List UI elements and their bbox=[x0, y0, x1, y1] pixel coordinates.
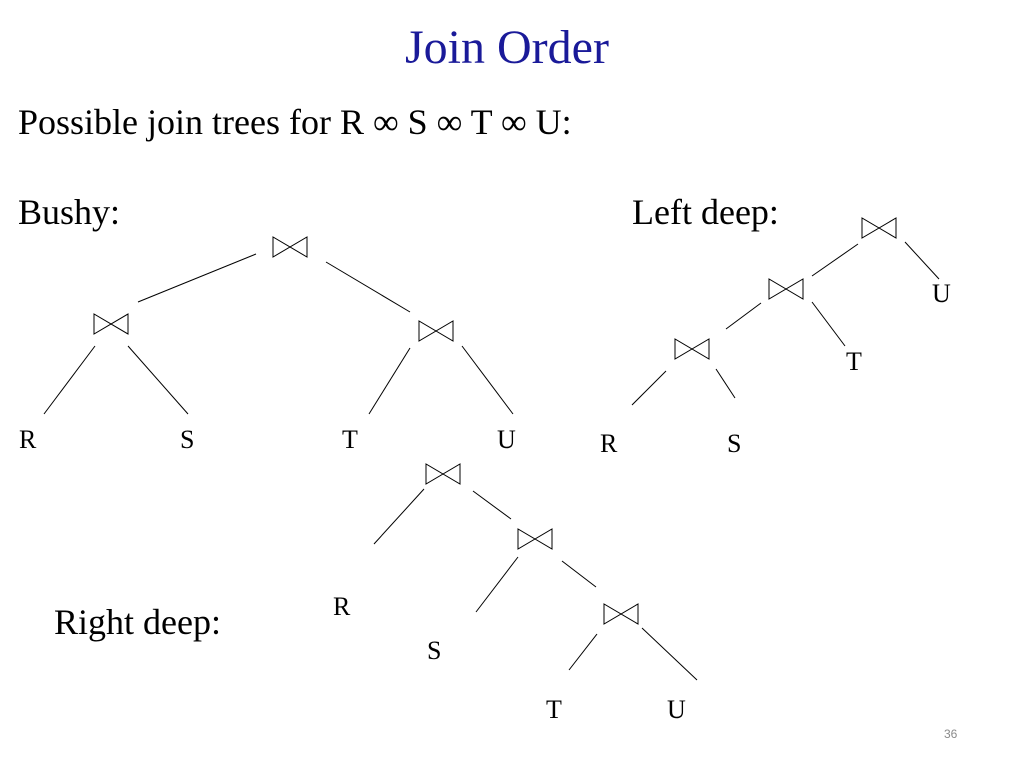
right-deep-label: Right deep: bbox=[54, 602, 221, 642]
left-deep-edge bbox=[631, 370, 667, 406]
left-deep-root-join-icon bbox=[861, 217, 897, 239]
bushy-edge bbox=[127, 345, 189, 415]
left-deep-edge bbox=[715, 368, 736, 399]
bushy-right-join-icon bbox=[418, 320, 454, 342]
bushy-edge bbox=[461, 345, 514, 415]
bushy-label: Bushy: bbox=[18, 192, 121, 232]
bushy-root-join-icon bbox=[272, 236, 308, 258]
right-deep-bottom-join-icon bbox=[603, 603, 639, 625]
right-deep-edge bbox=[641, 627, 698, 681]
bushy-tree: R S T U bbox=[19, 236, 516, 454]
left-deep-tree: R S T U bbox=[600, 217, 951, 458]
right-deep-leaf-u: U bbox=[667, 695, 686, 724]
right-deep-edge bbox=[472, 490, 512, 520]
bushy-leaf-s: S bbox=[180, 425, 194, 454]
left-deep-edge bbox=[904, 241, 940, 280]
bushy-edge bbox=[325, 261, 411, 313]
left-deep-edge bbox=[811, 243, 859, 277]
right-deep-root-join-icon bbox=[425, 463, 461, 485]
right-deep-leaf-r: R bbox=[333, 592, 351, 621]
bushy-leaf-t: T bbox=[342, 425, 358, 454]
left-deep-mid-join-icon bbox=[768, 278, 804, 300]
right-deep-edge bbox=[373, 488, 425, 545]
right-deep-edge bbox=[475, 556, 519, 613]
bushy-edge bbox=[368, 347, 411, 415]
bushy-left-join-icon bbox=[93, 313, 129, 335]
bushy-leaf-r: R bbox=[19, 425, 37, 454]
right-deep-mid-join-icon bbox=[517, 528, 553, 550]
left-deep-leaf-u: U bbox=[932, 279, 951, 308]
right-deep-leaf-t: T bbox=[546, 695, 562, 724]
left-deep-leaf-t: T bbox=[846, 347, 862, 376]
left-deep-leaf-s: S bbox=[727, 429, 741, 458]
right-deep-tree: R S T U bbox=[333, 463, 698, 724]
bushy-edge bbox=[137, 253, 257, 303]
left-deep-leaf-r: R bbox=[600, 429, 618, 458]
right-deep-edge bbox=[568, 633, 598, 671]
left-deep-edge bbox=[725, 302, 762, 330]
right-deep-edge bbox=[561, 560, 597, 588]
right-deep-leaf-s: S bbox=[427, 636, 441, 665]
left-deep-bottom-join-icon bbox=[674, 338, 710, 360]
slide-number: 36 bbox=[944, 727, 958, 741]
slide-subtitle: Possible join trees for R ∞ S ∞ T ∞ U: bbox=[18, 102, 572, 142]
left-deep-edge bbox=[811, 301, 846, 347]
page-title: Join Order bbox=[405, 21, 609, 74]
bushy-leaf-u: U bbox=[497, 425, 516, 454]
bushy-edge bbox=[43, 345, 96, 415]
left-deep-label: Left deep: bbox=[632, 192, 779, 232]
